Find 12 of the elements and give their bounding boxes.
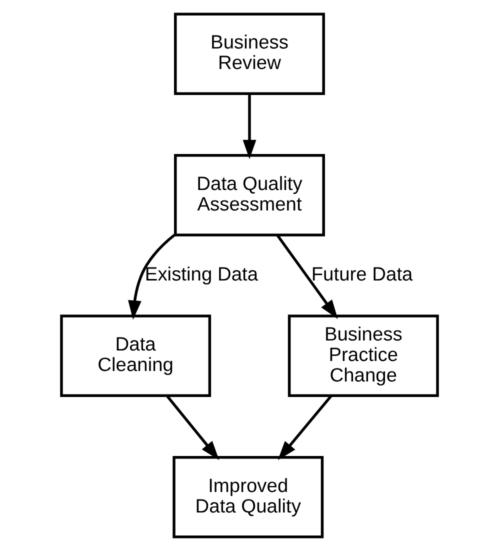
edge-label: Existing Data — [144, 264, 258, 286]
node-box: Data Cleaning — [60, 314, 212, 397]
arrow — [242, 94, 256, 160]
edge-label: Future Data — [311, 264, 413, 286]
arrow — [276, 234, 338, 320]
arrow — [166, 394, 220, 460]
node-box: Data Quality Assessment — [174, 154, 325, 236]
node-box: Business Review — [174, 12, 325, 96]
arrow — [278, 394, 332, 460]
arrow — [128, 233, 176, 320]
node-box: Business Practice Change — [288, 314, 439, 397]
node-box: Improved Data Quality — [172, 456, 324, 538]
